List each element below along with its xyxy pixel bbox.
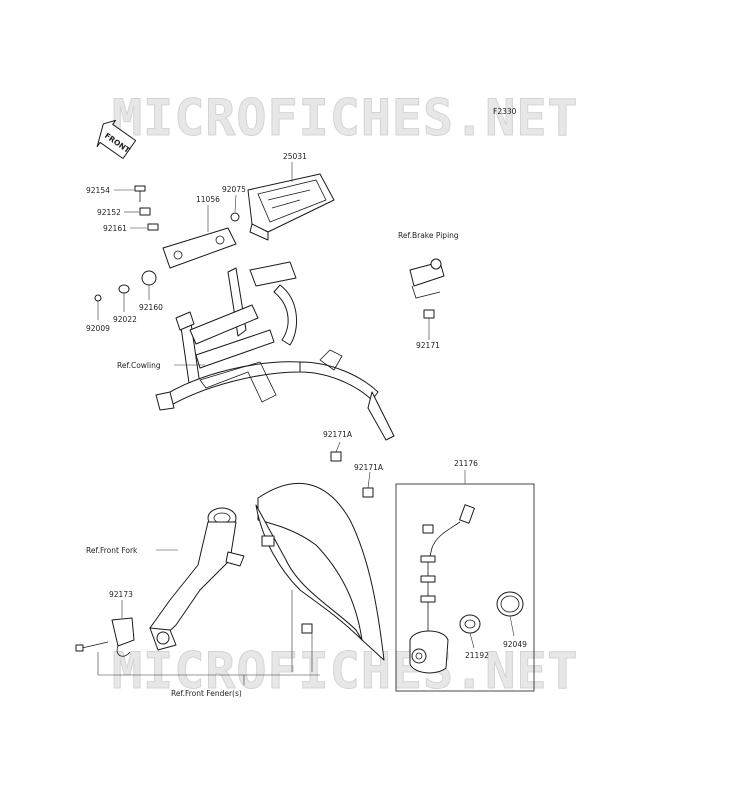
label-92160: 92160 [139,303,163,312]
front-fender [255,482,385,661]
bracket-11056[interactable] [162,227,237,269]
clamp-92173[interactable] [111,617,135,657]
washer-92022[interactable] [118,284,130,294]
ref-front-fork: Ref.Front Fork [86,546,138,555]
seal-92049[interactable] [496,591,524,617]
label-21192: 21192 [465,651,489,660]
diagram-code: F2330 [493,107,517,116]
plug-21192[interactable] [459,614,481,634]
meter-assembly-25031[interactable] [247,173,335,241]
nut-92009[interactable] [94,294,102,302]
ref-front-fender: Ref.Front Fender(s) [171,689,242,698]
watermark-bottom: MICROFICHES.NET [112,642,579,700]
label-92049: 92049 [503,640,527,649]
label-92171: 92171 [416,341,440,350]
watermark-top: MICROFICHES.NET [112,89,579,147]
front-fork-outer-tube [149,507,245,651]
label-92152: 92152 [97,208,121,217]
grommet-92160[interactable] [141,270,157,286]
damper-92161[interactable] [147,223,159,231]
label-92075: 92075 [222,185,246,194]
bolt-fender[interactable] [75,641,109,652]
speed-sensor-21176[interactable] [409,504,475,674]
label-92171A-1: 92171A [323,430,353,439]
brake-hose-clamp-assembly [409,258,445,299]
label-92154: 92154 [86,186,110,195]
clamp-92171A-1[interactable] [330,451,342,462]
label-25031: 25031 [283,152,307,161]
meter-stay-frame [155,261,395,441]
label-92022: 92022 [113,315,137,324]
clamp-92171A-2[interactable] [362,487,374,498]
label-92009: 92009 [86,324,110,333]
bolt-92154[interactable] [134,185,146,202]
label-92173: 92173 [109,590,133,599]
label-92171A-2: 92171A [354,463,384,472]
clamp-92171[interactable] [423,309,435,319]
collar-92152[interactable] [139,207,151,216]
label-11056: 11056 [196,195,220,204]
ref-cowling: Ref.Cowling [117,361,161,370]
label-21176: 21176 [454,459,478,468]
grommet-92075[interactable] [230,212,240,222]
ref-brake-piping: Ref.Brake Piping [398,231,459,240]
label-92161: 92161 [103,224,127,233]
